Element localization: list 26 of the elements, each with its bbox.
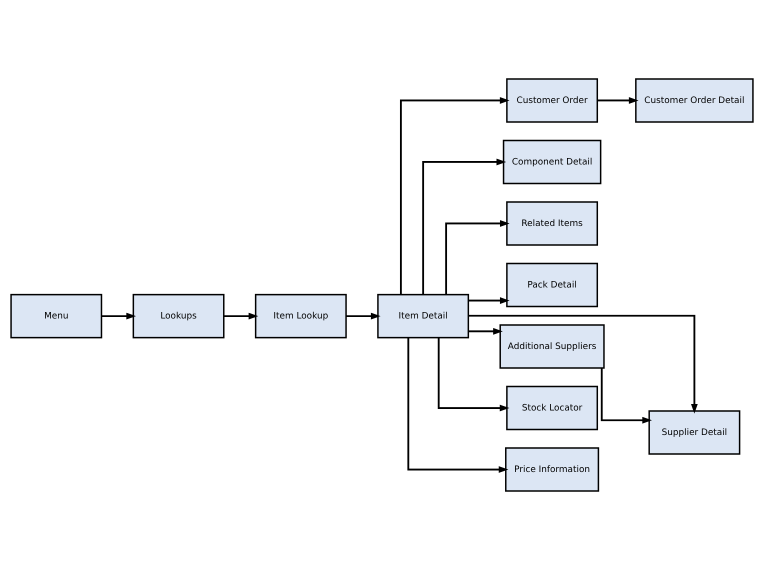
node-box: Pack Detail [506,262,598,307]
node-box: Lookups [132,293,225,338]
arrow [407,337,508,472]
node-box: Related Items [506,200,598,246]
arrow [438,337,510,411]
node-box: Price Information [505,446,600,492]
arrow [600,368,652,424]
node-box: Customer Order Detail [635,78,754,122]
arrow [400,96,510,294]
node-box: Menu [10,293,102,338]
node-box: Item Lookup [254,293,347,338]
arrow [102,312,136,320]
node-box: Component Detail [502,139,602,184]
arrow [346,312,381,320]
arrow [422,158,506,294]
arrow [597,96,639,104]
arrow [468,314,698,414]
arrow [445,220,510,294]
node-box: Item Detail [377,293,470,338]
arrow [224,312,258,320]
node-box: Customer Order [506,78,598,122]
arrow [468,327,503,334]
node-box: Additional Suppliers [499,324,605,368]
node-box: Supplier Detail [648,410,740,454]
arrow [468,296,510,304]
node-box: Stock Locator [506,385,598,430]
